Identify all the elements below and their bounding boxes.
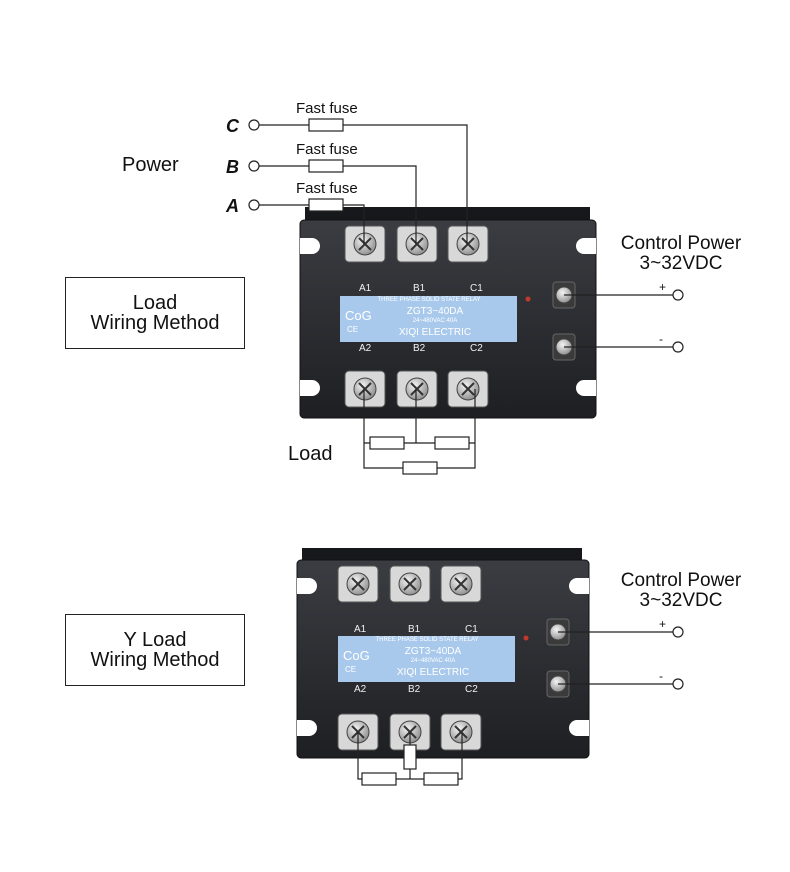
load-wiring-method-box: Load Wiring Method <box>65 277 245 349</box>
relay-header: THREE PHASE SOLID STATE RELAY <box>377 297 481 303</box>
terminal-c2-label: C2 <box>470 343 483 354</box>
ce-mark: CE <box>347 325 359 334</box>
wiring-method-title: Wiring Method <box>90 312 220 334</box>
power-label: Power <box>122 154 179 176</box>
terminal-a2-label: A2 <box>354 684 367 695</box>
terminal-a1-label: A1 <box>359 283 372 294</box>
y-load-wiring <box>357 732 463 786</box>
minus-sign: - <box>659 332 663 346</box>
terminal-b2-label: B2 <box>413 343 426 354</box>
phase-c-label: C <box>226 116 239 136</box>
power-wiring <box>248 118 684 353</box>
terminal-b-icon <box>248 160 260 172</box>
load-title: Load <box>132 292 178 314</box>
y-load-title: Y Load <box>123 629 187 651</box>
control-power-voltage: 3~32VDC <box>639 590 723 611</box>
terminal-c1-label: C1 <box>470 283 483 294</box>
phase-b-label: B <box>226 157 239 177</box>
terminal-a1-label: A1 <box>354 624 367 635</box>
relay-model: ZGT3~40DA <box>404 646 462 657</box>
relay-logo: CoG <box>343 648 370 663</box>
minus-sign: - <box>659 669 663 683</box>
fuse-label-c: Fast fuse <box>296 100 358 117</box>
fuse-label-a: Fast fuse <box>296 180 358 197</box>
control-power-title: Control Power <box>620 570 742 591</box>
control-power-voltage: 3~32VDC <box>639 253 723 274</box>
control-power-bottom: Control Power 3~32VDC <box>607 571 755 611</box>
plus-sign: + <box>659 280 667 294</box>
y-load-wiring-method-box: Y Load Wiring Method <box>65 614 245 686</box>
control-power-title: Control Power <box>620 233 742 254</box>
relay-top <box>299 207 597 419</box>
terminal-a-icon <box>248 199 260 211</box>
control-wiring-bottom <box>558 626 684 690</box>
terminal-c2-label: C2 <box>465 684 478 695</box>
control-minus-terminal-icon <box>672 678 684 690</box>
plus-sign: + <box>659 617 667 631</box>
relay-model: ZGT3~40DA <box>406 306 464 317</box>
control-plus-terminal-icon <box>672 289 684 301</box>
terminal-c1-label: C1 <box>465 624 478 635</box>
relay-maker: XIQI ELECTRIC <box>398 327 472 338</box>
terminal-b1-label: B1 <box>408 624 421 635</box>
control-plus-terminal-icon <box>672 626 684 638</box>
load-label: Load <box>288 443 333 465</box>
phase-a-label: A <box>226 196 239 216</box>
terminal-a2-label: A2 <box>359 343 372 354</box>
relay-rating: 24~480VAC 40A <box>412 318 458 324</box>
fuse-label-b: Fast fuse <box>296 141 358 158</box>
control-minus-terminal-icon <box>672 341 684 353</box>
terminal-b1-label: B1 <box>413 283 426 294</box>
delta-load-wiring <box>363 389 476 475</box>
relay-logo: CoG <box>345 308 372 323</box>
ce-mark: CE <box>345 665 357 674</box>
relay-header: THREE PHASE SOLID STATE RELAY <box>375 637 479 643</box>
relay-maker: XIQI ELECTRIC <box>396 667 470 678</box>
terminal-c-icon <box>248 119 260 131</box>
relay-rating: 24~480VAC 40A <box>410 658 456 664</box>
terminal-b2-label: B2 <box>408 684 421 695</box>
wiring-method-title: Wiring Method <box>90 649 220 671</box>
control-power-top: Control Power 3~32VDC <box>607 234 755 274</box>
